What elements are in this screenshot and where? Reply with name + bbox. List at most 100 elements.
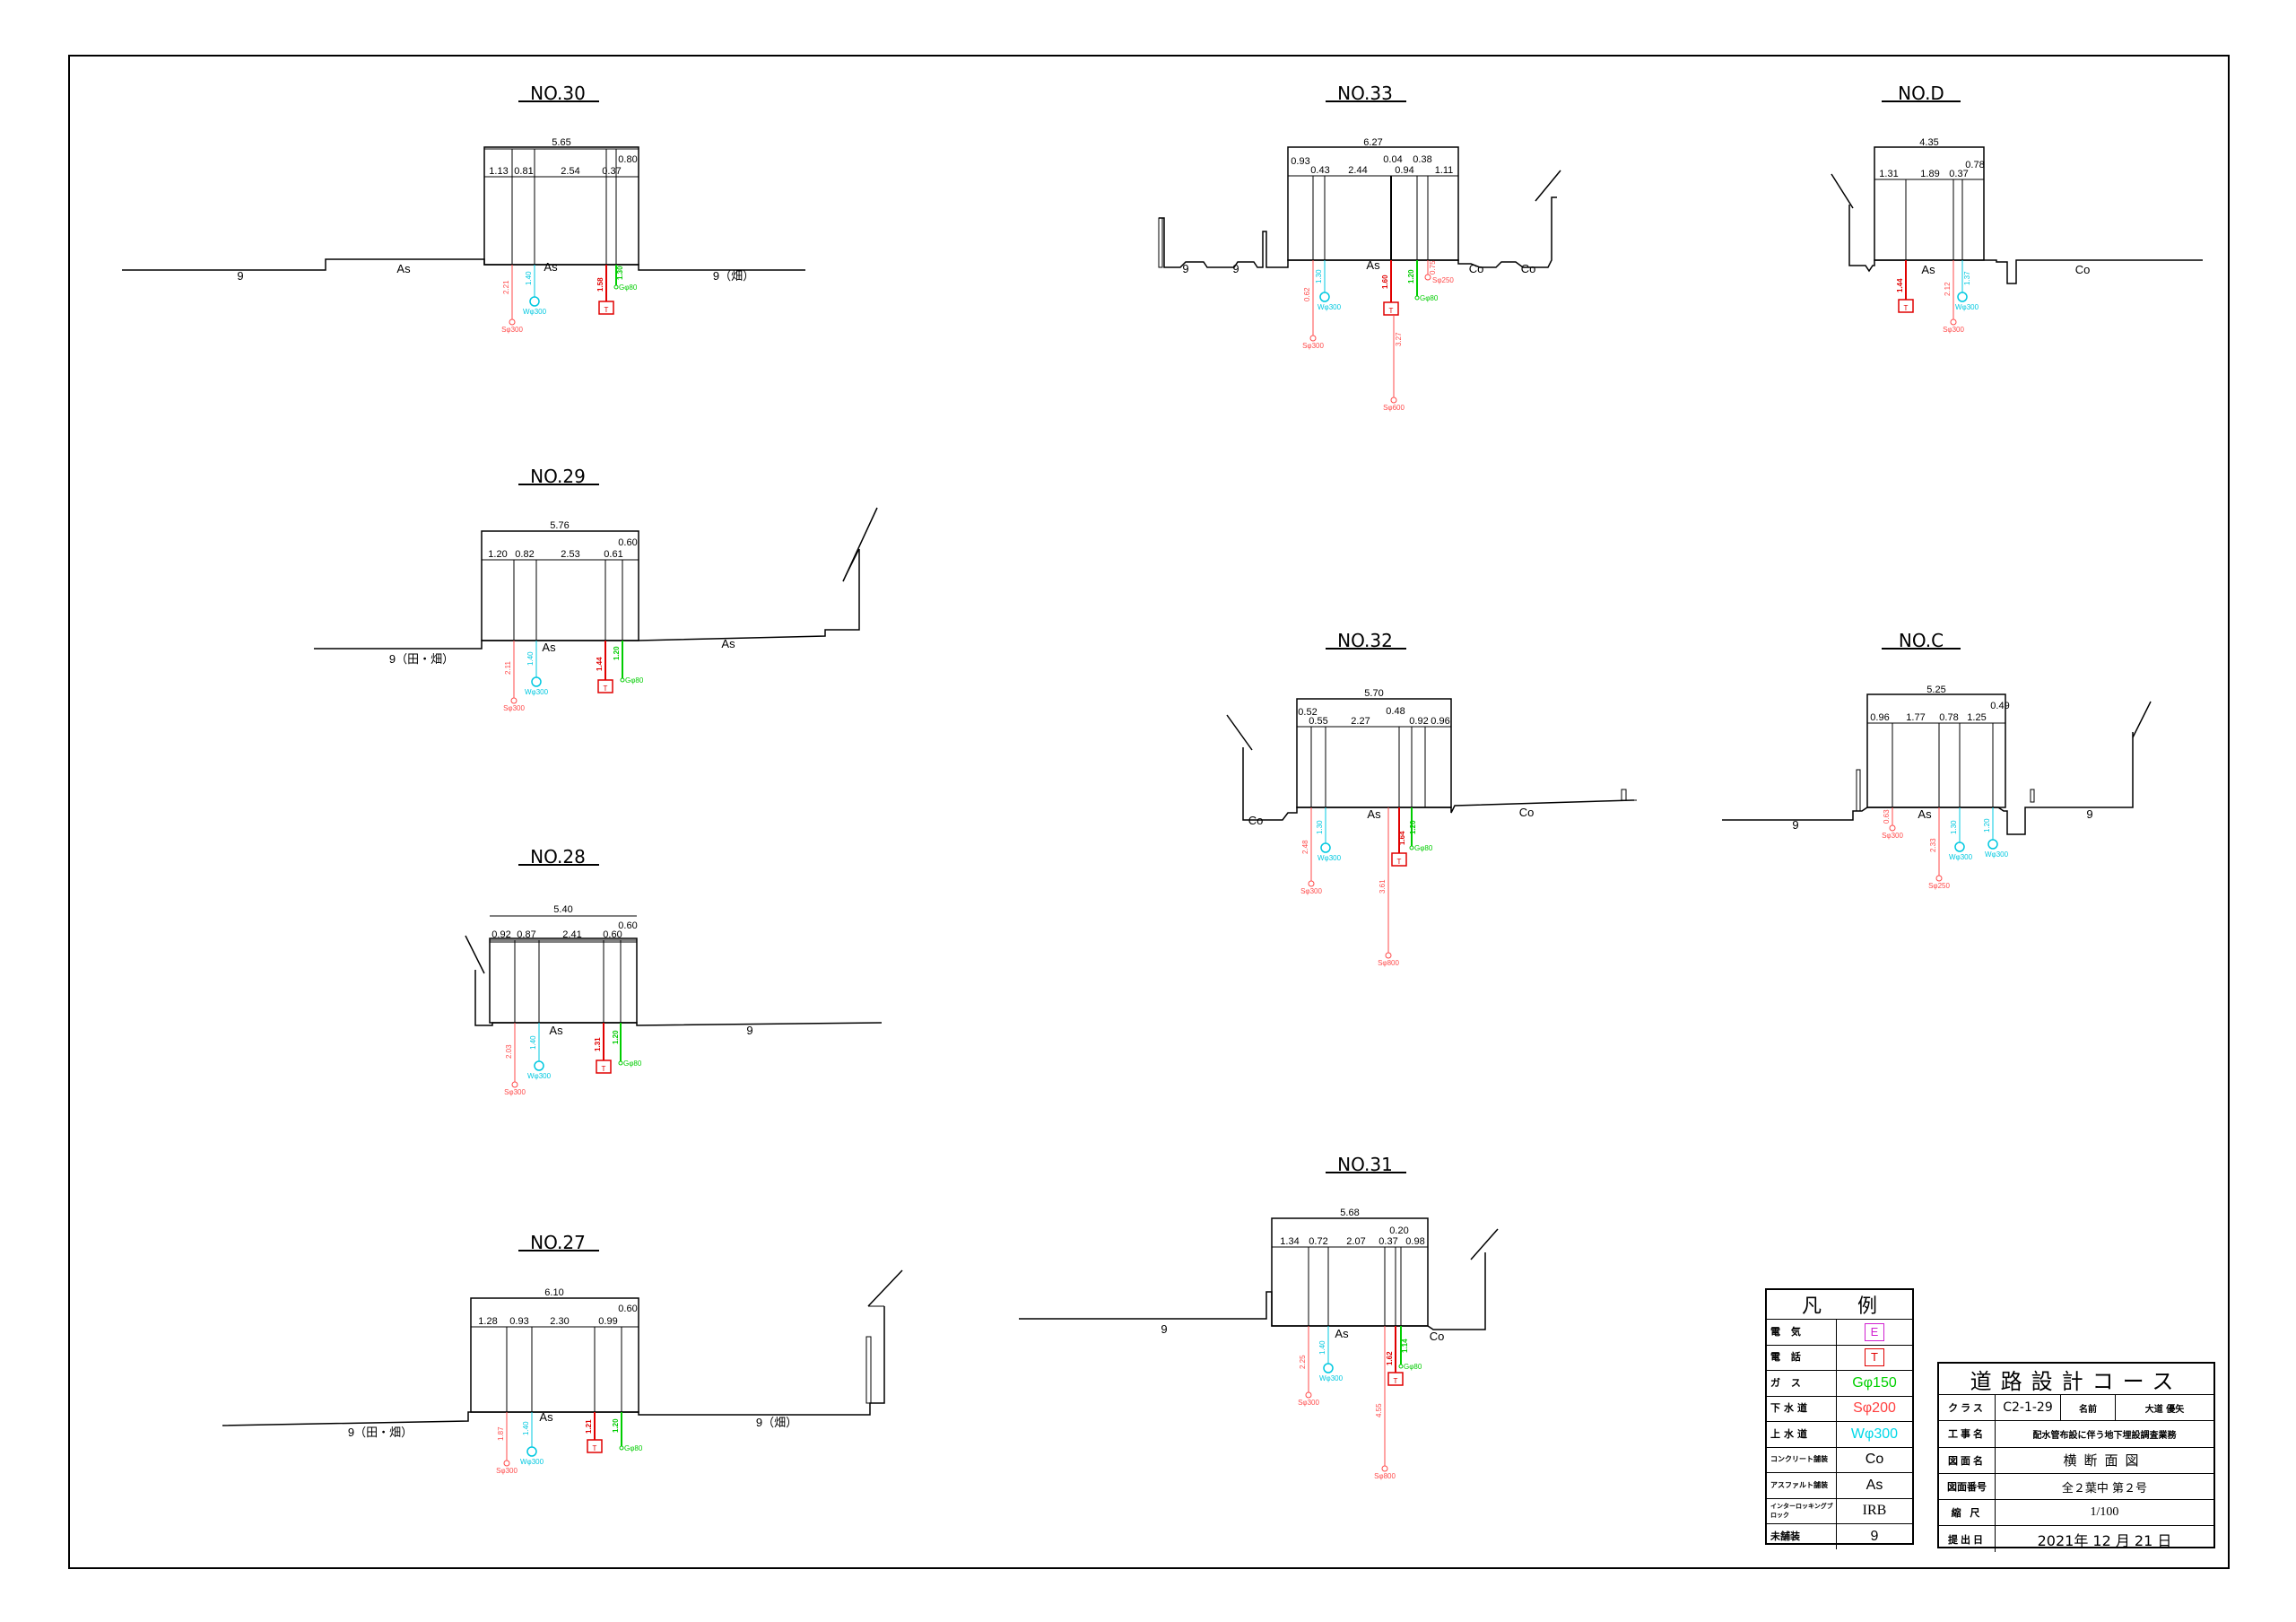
telephone-depth: 1.31: [594, 1037, 602, 1051]
dim-6: 0.38: [1413, 154, 1431, 165]
gas-label: Gφ80: [1420, 294, 1439, 302]
legend-key: ガ ス: [1767, 1371, 1837, 1396]
water-2-depth: 1.20: [1983, 818, 1991, 833]
sewer-label: Sφ300: [1302, 342, 1324, 350]
surface-label: As: [1366, 258, 1380, 272]
surface-label: 9: [1161, 1322, 1167, 1336]
svg-text:T: T: [1389, 307, 1394, 315]
water-label: Wφ300: [523, 308, 547, 316]
surface-label: As: [721, 637, 735, 650]
title-block: 道路設計コース クラス C2-1-29 名前 大道 優矢 工事名 配水管布設に伴…: [1937, 1362, 2215, 1552]
legend-row-asphalt: アスファルト舗装 As: [1767, 1473, 1912, 1499]
sewer-label: Sφ300: [496, 1467, 517, 1475]
legend-title-left: 凡: [1801, 1295, 1822, 1318]
legend-row-unpaved: 未舗装 9: [1767, 1524, 1912, 1549]
dim-2: 1.89: [1920, 169, 1939, 179]
gas-depth: 1.20: [1409, 820, 1417, 834]
sewer-label: Sφ300: [1882, 832, 1903, 840]
dim-4: 0.60: [603, 929, 622, 940]
gas-depth: 1.20: [1407, 269, 1415, 283]
water-depth: 1.30: [1950, 820, 1958, 834]
surface-label: 9: [1792, 818, 1798, 832]
dim-3: 0.37: [1949, 169, 1968, 179]
dim-4: 0.99: [598, 1316, 617, 1327]
gas-depth: 1.20: [613, 646, 621, 660]
surface-label: Co: [1430, 1330, 1445, 1343]
water-depth: 1.40: [529, 1035, 537, 1050]
date-label: 提出日: [1939, 1526, 1996, 1552]
water-label: Wφ300: [1318, 854, 1342, 862]
legend-key: 電 話: [1767, 1345, 1837, 1370]
legend-row-interlocking: インターロッキングブロック IRB: [1767, 1498, 1912, 1524]
section-no27: NO.27 6.10 1.28 0.93 2.30 0.99 0.60 9（田・…: [222, 1232, 903, 1475]
sewer-depth: 0.62: [1303, 287, 1311, 301]
legend-row-gas: ガ ス Gφ150: [1767, 1371, 1912, 1397]
total-width: 4.35: [1919, 137, 1938, 148]
total-width: 5.76: [550, 520, 569, 531]
class-value: C2-1-29: [1996, 1395, 2061, 1421]
surface-label: Co: [1521, 262, 1536, 275]
dim-4: 0.37: [1378, 1236, 1397, 1247]
sewer-large-label: Sφ800: [1374, 1472, 1396, 1480]
svg-text:T: T: [602, 1065, 606, 1073]
dim-1: 0.93: [1291, 156, 1309, 167]
water-label: Wφ300: [525, 688, 549, 696]
svg-text:T: T: [604, 306, 609, 314]
dim-4: 0.78: [1965, 160, 1984, 170]
water-depth: 1.40: [526, 651, 535, 666]
water-depth: 1.40: [1318, 1340, 1326, 1355]
legend-value: IRB: [1862, 1503, 1887, 1519]
drawing-label: 図面名: [1939, 1447, 1996, 1473]
gas-depth: 1.30: [616, 266, 624, 280]
date-value: 2021年 12 月 21 日: [2037, 1531, 2172, 1549]
project-label: 工事名: [1939, 1421, 1996, 1447]
sewer-label: Sφ300: [501, 326, 523, 334]
number-label: 図面番号: [1939, 1473, 1996, 1500]
legend-key: アスファルト舗装: [1767, 1473, 1837, 1498]
dim-1: 1.28: [478, 1316, 497, 1327]
water-depth: 1.37: [1963, 271, 1971, 285]
legend-key: 上水道: [1767, 1422, 1837, 1447]
dim-4: 0.37: [602, 166, 621, 177]
dim-3: 2.53: [561, 549, 579, 560]
total-width: 5.65: [552, 137, 570, 148]
dim-2: 0.55: [1309, 716, 1327, 727]
drawing-value: 横断面図: [2063, 1452, 2146, 1469]
project-row: 工事名 配水管布設に伴う地下埋設調査業務: [1939, 1421, 2213, 1448]
dim-4: 0.61: [604, 549, 622, 560]
svg-text:T: T: [593, 1444, 597, 1452]
dim-4: 1.25: [1967, 712, 1986, 723]
sewer-small-label: Sφ250: [1432, 276, 1454, 284]
surface-label: As: [396, 262, 411, 275]
surface-label: As: [1918, 807, 1932, 821]
dim-1: 1.34: [1280, 1236, 1299, 1247]
sewer-depth: 2.12: [1944, 282, 1952, 296]
legend-key: インターロッキングブロック: [1767, 1498, 1837, 1523]
dim-1: 0.96: [1870, 712, 1889, 723]
dim-2: 1.77: [1906, 712, 1925, 723]
surface-label: As: [549, 1024, 563, 1037]
dim-1: 1.13: [489, 166, 508, 177]
svg-text:T: T: [1397, 858, 1402, 866]
dim-3: 2.54: [561, 166, 579, 177]
legend-row-electric: 電 気 E: [1767, 1320, 1912, 1346]
section-no33: NO.33 6.27 0.93 0.43 2.44 0.04 0.94 0.38…: [1158, 83, 1561, 412]
dim-4: 0.04: [1383, 154, 1402, 165]
sewer-large-depth: 3.61: [1378, 879, 1387, 894]
dim-3: 2.27: [1351, 716, 1370, 727]
scale-row: 縮 尺 1/100: [1939, 1500, 2213, 1527]
date-row: 提出日 2021年 12 月 21 日: [1939, 1526, 2213, 1552]
water-label: Wφ300: [520, 1458, 544, 1466]
dim-6: 0.96: [1431, 716, 1449, 727]
dim-3: 2.07: [1346, 1236, 1365, 1247]
gas-depth: 1.20: [612, 1030, 620, 1044]
dim-7: 1.11: [1435, 165, 1454, 176]
section-no28: NO.28 5.40 0.92 0.87 2.41 0.60 0.60 As 9…: [465, 846, 883, 1096]
dim-4: 0.48: [1386, 706, 1405, 717]
dim-2: 0.72: [1309, 1236, 1327, 1247]
water-label: Wφ300: [1319, 1374, 1344, 1382]
legend-row-sewer: 下水道 Sφ200: [1767, 1396, 1912, 1422]
sewer-small-depth: 0.75: [1429, 260, 1437, 275]
sewer-large-label: Sφ800: [1378, 959, 1399, 967]
